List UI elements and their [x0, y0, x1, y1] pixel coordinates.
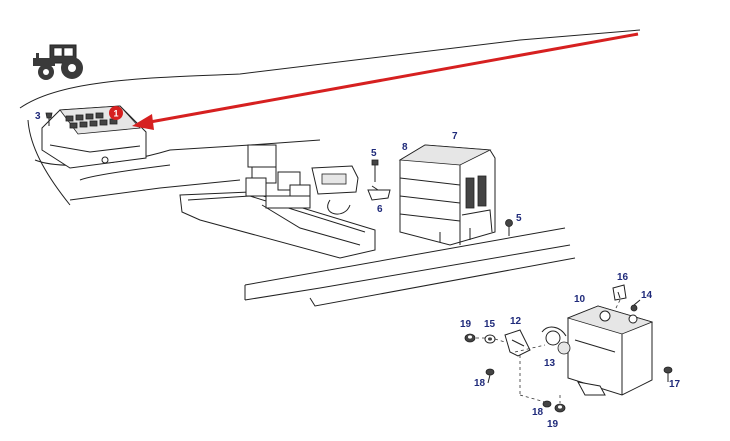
callout-12: 12 — [510, 316, 522, 327]
control-unit-stack — [398, 144, 496, 246]
callout-19-lower: 19 — [547, 419, 559, 430]
callout-16: 16 — [617, 272, 629, 283]
screw-5-upper — [371, 159, 379, 182]
callout-7: 7 — [452, 131, 458, 142]
screw-14 — [630, 299, 641, 312]
callout-3: 3 — [35, 111, 41, 122]
alignment-dashes — [476, 299, 621, 403]
bracket-16 — [612, 284, 627, 301]
screw-18-lower — [542, 400, 552, 408]
callout-6: 6 — [377, 204, 383, 215]
marker-label: 1 — [113, 109, 118, 119]
highlight-marker-icon: 1 — [109, 106, 123, 120]
nut-19-lower — [554, 403, 566, 413]
callout-10: 10 — [574, 294, 586, 305]
callout-8: 8 — [402, 142, 408, 153]
fuse-box — [41, 105, 147, 169]
callout-14: 14 — [641, 290, 653, 301]
washer-15 — [484, 334, 496, 344]
callout-18-lower: 18 — [532, 407, 544, 418]
callout-18-upper: 18 — [474, 378, 486, 389]
callout-5-lower: 5 — [516, 213, 522, 224]
callout-15: 15 — [484, 319, 496, 330]
tractor-icon — [33, 44, 83, 80]
callout-17: 17 — [669, 379, 681, 390]
relay-bracket-assembly — [179, 144, 376, 259]
clip-6 — [367, 185, 391, 201]
floor-panel-outline — [244, 227, 576, 307]
screw-18-upper — [485, 368, 495, 384]
screw-3 — [45, 112, 53, 126]
bracket-12 — [504, 329, 531, 357]
pointer-arrow — [132, 32, 639, 130]
screw-17 — [663, 366, 673, 382]
callout-13: 13 — [544, 358, 556, 369]
nut-19-upper — [464, 333, 476, 343]
module-10-assembly — [541, 305, 654, 396]
callout-19-upper: 19 — [460, 319, 472, 330]
screw-5-lower — [505, 219, 513, 236]
callout-5-upper: 5 — [371, 148, 377, 159]
